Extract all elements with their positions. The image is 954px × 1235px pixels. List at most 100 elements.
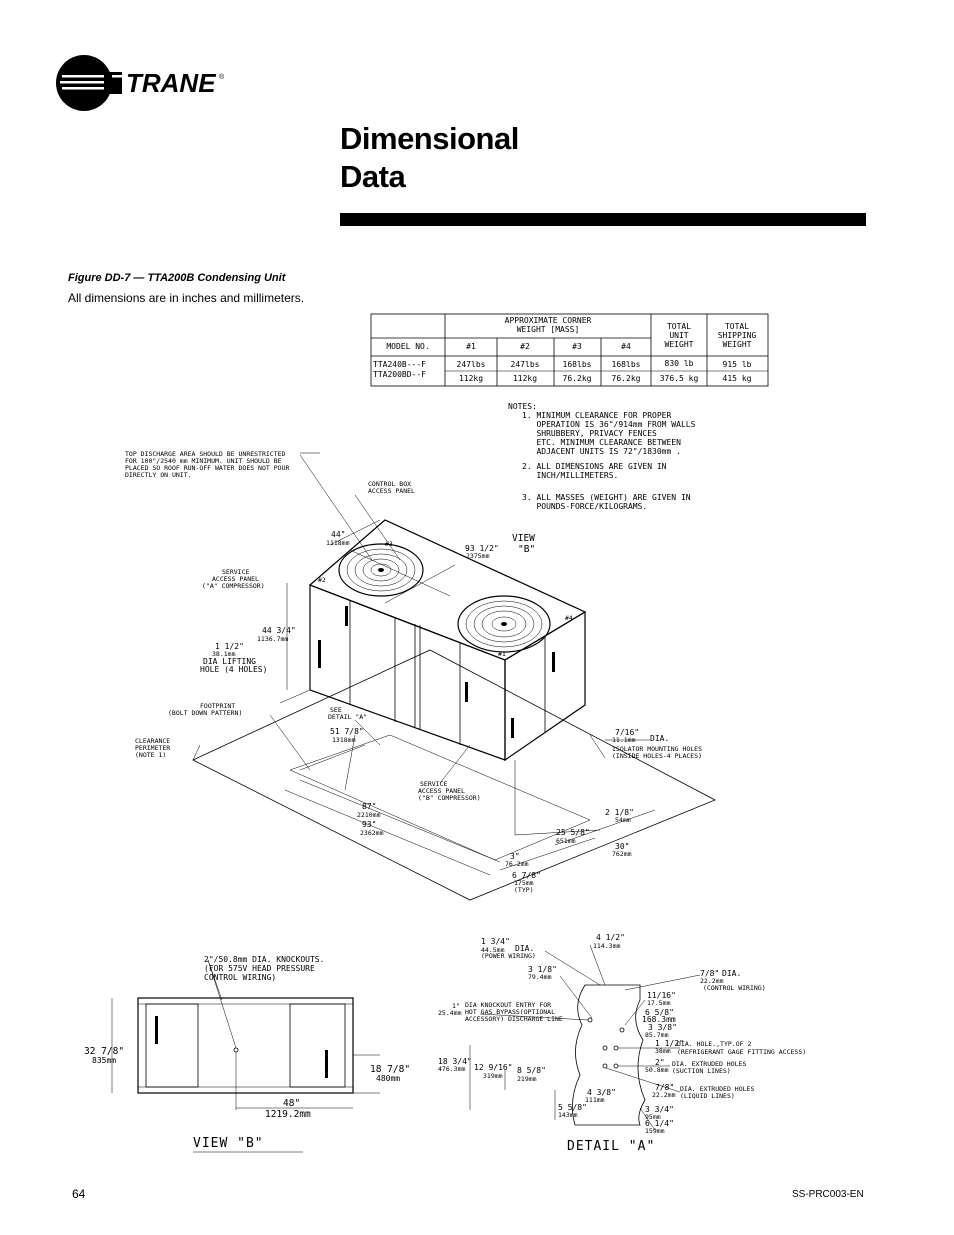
notes-line: 1. MINIMUM CLEARANCE FOR PROPER <box>522 411 671 420</box>
control-box-label: CONTROL BOX <box>368 480 411 488</box>
view-b-pointer-label: "B" <box>518 544 535 555</box>
service-a-label: ACCESS PANEL <box>212 575 259 583</box>
detail-a-dim-4-38-mm: 111mm <box>585 1096 605 1104</box>
table-kg-unit: 376.5 kg <box>660 374 699 383</box>
top-discharge-label: PLACED SO ROOF RUN-OFF WATER DOES NOT PO… <box>125 464 289 472</box>
trane-wordmark: TRANE <box>126 68 216 98</box>
dim-93-half: 93 1/2" <box>465 544 499 553</box>
isolator-dim-mm: 11.1mm <box>612 736 636 744</box>
detail-a-hotgas-label: HOT GAS BYPASS(OPTIONAL <box>465 1008 555 1016</box>
detail-a-dim-11-16-mm: 17.5mm <box>647 999 671 1007</box>
detail-a-dim-18-34-mm: 476.3mm <box>438 1065 465 1073</box>
trane-logo: TRANE ® <box>56 55 225 111</box>
notes-line: ETC. MINIMUM CLEARANCE BETWEEN <box>522 438 681 447</box>
dim-93: 93" <box>362 820 376 829</box>
service-b-label: SERVICE <box>420 780 447 788</box>
detail-a-suction-label: (SUCTION LINES) <box>672 1067 731 1075</box>
control-box-label: ACCESS PANEL <box>368 487 415 495</box>
detail-a-suction-dim: 2" <box>655 1058 665 1067</box>
table-corner-4-header: #4 <box>621 342 631 351</box>
lifting-dim: 1 1/2" <box>215 642 244 651</box>
table-model-1: TTA240B---F <box>373 360 426 369</box>
detail-a-gage-dim: 1 1/2" <box>655 1039 684 1048</box>
table-lbs-2: 247lbs <box>511 360 540 369</box>
detail-a-hotgas-mm: 25.4mm <box>438 1009 462 1017</box>
detail-a-dim-3-34: 3 3/4" <box>645 1105 674 1114</box>
footprint-label: FOOTPRINT <box>200 702 235 710</box>
see-detail-label: SEE <box>330 706 342 714</box>
dim-51-mm: 1318mm <box>332 736 356 744</box>
dim-2-18-mm: 54mm <box>615 816 631 824</box>
notes-heading: NOTES: <box>508 402 537 411</box>
view-b-height: 32 7/8" <box>84 1046 124 1057</box>
page-number: 64 <box>72 1187 86 1201</box>
dim-93-mm: 2362mm <box>360 829 384 837</box>
detail-a-dim-8-58: 8 5/8" <box>517 1066 546 1075</box>
detail-a-dim-12-916: 12 9/16" <box>474 1063 513 1072</box>
detail-a-suction-label: DIA. EXTRUDED HOLES <box>672 1060 746 1068</box>
notes-line: SHRUBBERY, PRIVACY FENCES <box>522 429 657 438</box>
detail-a-title: DETAIL "A" <box>567 1139 655 1154</box>
page-title-line2: Data <box>340 159 406 194</box>
service-a-label: SERVICE <box>222 568 249 576</box>
detail-a-control-mm: 22.2mm <box>700 977 724 985</box>
detail-a-dim-11-16: 11/16" <box>647 991 676 1000</box>
title-rule <box>340 213 866 226</box>
detail-a-power-dim: 1 3/4" <box>481 937 510 946</box>
table-model-2: TTA200BD--F <box>373 370 426 379</box>
detail-a-dim-3-38-mm: 85.7mm <box>645 1031 669 1039</box>
view-b-knockouts: CONTROL WIRING) <box>204 973 276 982</box>
detail-a-dim-12-916-mm: 319mm <box>483 1072 503 1080</box>
detail-a-dim-18-34: 18 3/4" <box>438 1057 472 1066</box>
detail-a-dim-6-58: 6 5/8" <box>645 1008 674 1017</box>
detail-a-gage-label: (REFRIGERANT GAGE FITTING ACCESS) <box>677 1048 806 1056</box>
lifting-dim-mm: 38.1mm <box>212 650 236 658</box>
notes-line: 2. ALL DIMENSIONS ARE GIVEN IN <box>522 462 667 471</box>
detail-a-dim-3-38: 3 3/8" <box>648 1023 677 1032</box>
service-a-label: ("A" COMPRESSOR) <box>202 582 265 590</box>
table-total-ship-2: SHIPPING <box>718 331 757 340</box>
detail-a-dim-5-58: 5 5/8" <box>558 1103 587 1112</box>
weight-table: APPROXIMATE CORNER WEIGHT [MASS] MODEL N… <box>370 313 769 387</box>
fan-guard-left <box>338 543 424 597</box>
dim-44-34-mm: 1136.7mm <box>257 635 288 643</box>
clearance-label: PERIMETER <box>135 744 170 752</box>
lifting-label: DIA LIFTING <box>203 657 256 666</box>
dim-44: 44" <box>331 530 345 539</box>
isolator-dim: 7/16" <box>615 728 639 737</box>
corner-label-1: #1 <box>498 650 506 658</box>
table-kg-ship: 415 kg <box>723 374 752 383</box>
view-b-width: 48" <box>283 1098 300 1109</box>
detail-a-control-dim: 7/8" <box>700 969 719 978</box>
table-group-header-2: WEIGHT [MASS] <box>517 325 580 334</box>
detail-a-dim-4-12-mm: 114.3mm <box>593 942 620 950</box>
dim-30: 30" <box>615 842 629 851</box>
detail-a-gage-label: DIA. HOLE.,TYP.OF 2 <box>677 1040 751 1048</box>
detail-a-dim-3-18-mm: 79.4mm <box>528 973 552 981</box>
dim-51: 51 7/8" <box>330 727 364 736</box>
view-b-mid-mm: 480mm <box>376 1074 400 1083</box>
notes: NOTES: 1. MINIMUM CLEARANCE FOR PROPER O… <box>508 402 696 511</box>
table-total-ship-1: TOTAL <box>725 322 749 331</box>
dim-44-mm: 1118mm <box>326 539 350 547</box>
dim-44-34: 44 3/4" <box>262 626 296 635</box>
table-kg-2: 112kg <box>513 374 537 383</box>
view-b-drawing: 2"/50.8mm DIA. KNOCKOUTS. (FOR 575V HEAD… <box>84 955 410 1153</box>
dim-25-mm: 651mm <box>556 837 576 845</box>
figure-subtitle: All dimensions are in inches and millime… <box>68 291 305 305</box>
corner-label-4: #4 <box>565 614 573 622</box>
detail-a-suction-mm: 50.8mm <box>645 1066 669 1074</box>
registered-mark: ® <box>219 73 225 81</box>
document-id: SS-PRC003-EN <box>792 1189 864 1200</box>
table-corner-1-header: #1 <box>466 342 476 351</box>
table-lbs-unit: 830 lb <box>665 359 694 368</box>
detail-a-power-label: (POWER WIRING) <box>481 952 536 960</box>
detail-a-control-dia: DIA. <box>722 969 741 978</box>
clearance-label: (NOTE 1) <box>135 751 166 759</box>
isolator-label: (INSIDE HOLES-4 PLACES) <box>612 752 702 760</box>
notes-line: INCH/MILLIMETERS. <box>522 471 618 480</box>
detail-a-outline <box>572 984 646 1126</box>
detail-a-drawing: 1 3/4" 44.5mm DIA. (POWER WIRING) 4 1/2"… <box>438 933 806 1154</box>
table-total-unit-3: WEIGHT <box>665 340 694 349</box>
